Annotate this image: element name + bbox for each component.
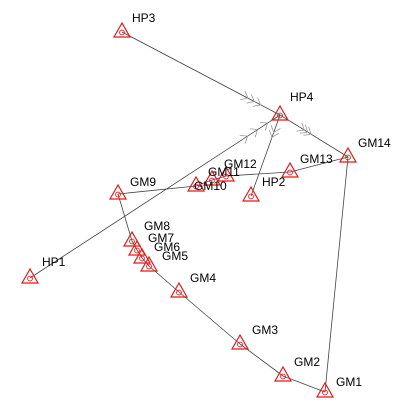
station-hp4-icon xyxy=(270,104,290,121)
tick-hp3-hp4 xyxy=(240,90,249,101)
station-label-gm10: GM10 xyxy=(194,179,227,193)
triangle-icon xyxy=(108,183,128,200)
tick-hp4-hp2 xyxy=(268,129,279,138)
station-gm7-icon xyxy=(127,239,147,256)
triangle-icon xyxy=(186,175,206,192)
station-label-gm14: GM14 xyxy=(358,136,391,150)
connection-gm9-gm10 xyxy=(117,185,197,195)
station-hp2-icon xyxy=(241,185,261,202)
triangle-icon xyxy=(169,281,189,298)
tick-hp4-gm14 xyxy=(299,124,309,134)
circle-icon xyxy=(345,154,351,161)
triangle-icon xyxy=(315,381,335,398)
station-gm11-icon xyxy=(202,169,222,186)
station-gm2-icon xyxy=(273,365,293,382)
tick-hp4-gm14 xyxy=(296,122,305,132)
station-gm14-icon xyxy=(338,146,358,163)
circle-icon xyxy=(176,289,182,296)
station-label-gm7: GM7 xyxy=(148,231,174,245)
connection-hp1-hp4 xyxy=(29,114,281,279)
triangle-icon xyxy=(127,239,147,256)
tick-hp1-hp4 xyxy=(259,121,269,131)
triangle-icon xyxy=(338,146,358,163)
connection-hp4-gm14 xyxy=(279,114,349,158)
triangle-icon xyxy=(202,169,222,186)
connection-hp3-hp4 xyxy=(121,31,281,116)
circle-icon xyxy=(193,183,199,190)
tick-hp1-hp4 xyxy=(249,128,259,138)
station-gm12-icon xyxy=(216,165,236,182)
tick-hp3-hp4 xyxy=(252,97,262,107)
triangle-icon xyxy=(230,333,250,350)
station-label-gm9: GM9 xyxy=(130,175,156,189)
station-gm1-icon xyxy=(315,381,335,398)
station-label-hp2: HP2 xyxy=(262,175,286,189)
circle-icon xyxy=(277,112,283,119)
station-gm3-icon xyxy=(230,333,250,350)
station-label-gm3: GM3 xyxy=(252,323,278,337)
triangle-icon xyxy=(273,365,293,382)
station-gm4-icon xyxy=(169,281,189,298)
station-gm6-icon xyxy=(132,247,152,264)
station-label-gm1: GM1 xyxy=(336,375,362,389)
circle-icon xyxy=(322,389,328,396)
circle-icon xyxy=(209,177,215,184)
station-gm8-icon xyxy=(122,230,142,247)
circle-icon xyxy=(115,191,121,198)
triangle-icon xyxy=(112,21,132,38)
tick-hp3-hp4 xyxy=(246,94,255,104)
circle-icon xyxy=(280,373,286,380)
tick-hp1-hp4 xyxy=(239,134,249,144)
connection-hp4-hp2 xyxy=(250,114,281,197)
circle-icon xyxy=(146,263,152,270)
triangle-icon xyxy=(216,165,236,182)
connection-gm13-gm14 xyxy=(289,156,349,173)
station-label-gm4: GM4 xyxy=(190,271,216,285)
connection-gm4-gm5 xyxy=(148,265,180,293)
triangle-icon xyxy=(139,255,159,272)
station-label-gm11: GM11 xyxy=(208,165,240,179)
station-markers xyxy=(20,21,358,398)
triangle-icon xyxy=(122,230,142,247)
connection-gm14-gm1 xyxy=(324,156,349,393)
station-gm10-icon xyxy=(186,175,206,192)
circle-icon xyxy=(248,193,254,200)
station-label-gm13: GM13 xyxy=(300,152,333,166)
station-label-hp4: HP4 xyxy=(290,90,314,104)
station-hp1-icon xyxy=(20,267,40,284)
station-label-hp1: HP1 xyxy=(42,255,66,269)
triangle-icon xyxy=(270,104,290,121)
circle-icon xyxy=(27,275,33,282)
station-gm9-icon xyxy=(108,183,128,200)
connection-gm3-gm4 xyxy=(178,291,241,345)
tick-hp4-hp2 xyxy=(270,124,281,133)
triangle-icon xyxy=(20,267,40,284)
tick-hp4-gm14 xyxy=(303,126,312,136)
station-label-gm12: GM12 xyxy=(224,157,257,171)
triangle-icon xyxy=(132,247,152,264)
circle-icon xyxy=(119,29,125,36)
triangle-icon xyxy=(241,185,261,202)
circle-icon xyxy=(237,341,243,348)
direction-tick-marks xyxy=(239,90,312,144)
circle-icon xyxy=(287,169,293,176)
circle-icon xyxy=(129,238,135,245)
circle-icon xyxy=(223,173,229,180)
station-label-gm6: GM6 xyxy=(154,240,180,254)
circle-icon xyxy=(134,247,140,254)
station-label-gm8: GM8 xyxy=(144,219,170,233)
connection-lines xyxy=(29,31,349,393)
station-gm13-icon xyxy=(280,161,300,178)
station-label-gm5: GM5 xyxy=(162,249,188,263)
station-hp3-icon xyxy=(112,21,132,38)
station-label-hp3: HP3 xyxy=(132,11,156,25)
station-label-gm2: GM2 xyxy=(294,355,320,369)
connection-gm12-gm13 xyxy=(225,171,291,177)
circle-icon xyxy=(139,255,145,262)
connection-gm8-gm9 xyxy=(117,193,133,242)
triangle-icon xyxy=(280,161,300,178)
station-gm5-icon xyxy=(139,255,159,272)
